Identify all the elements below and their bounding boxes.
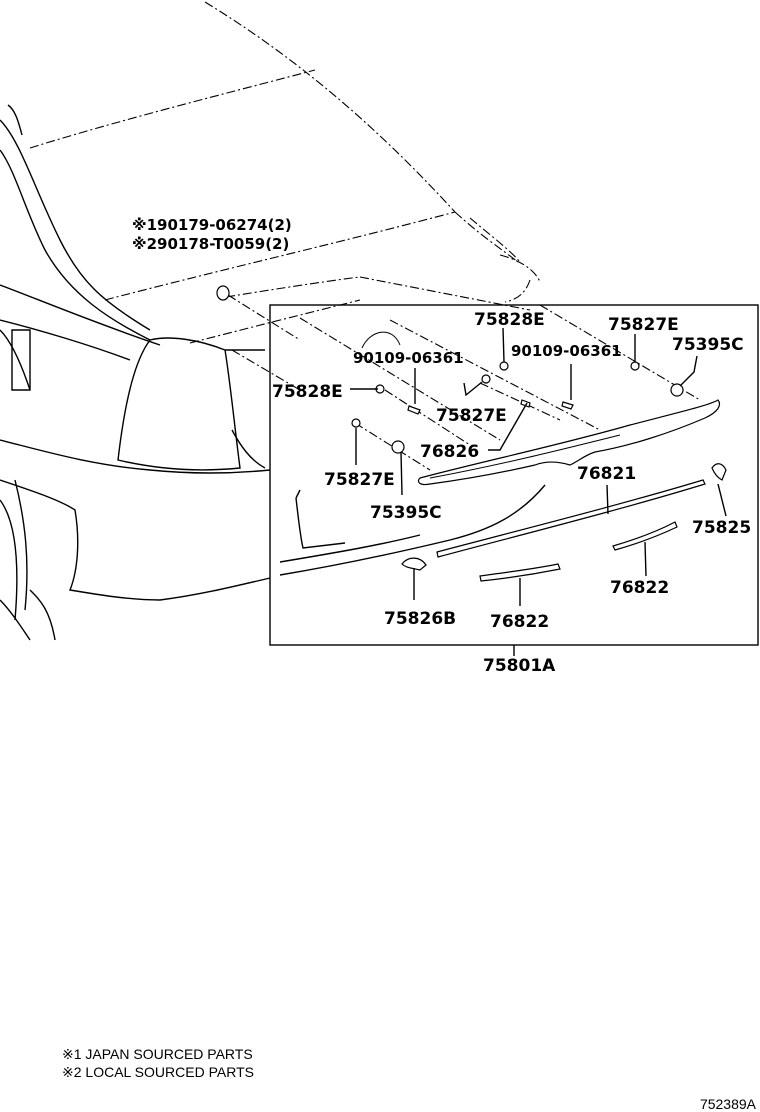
label-75827E-b: 75827E xyxy=(436,406,507,426)
label-75826B: 75826B xyxy=(384,609,456,629)
figure-id: 752389A xyxy=(699,1096,756,1112)
label-76822-a: 76822 xyxy=(610,578,669,598)
spoiler-76821 xyxy=(417,399,721,486)
label-76822-b: 76822 xyxy=(490,612,549,632)
label-75801A: 75801A xyxy=(483,656,556,676)
label-75827E-c: 75827E xyxy=(324,470,395,490)
label-90109-a: 90109-06361 xyxy=(353,349,464,367)
fastener-group xyxy=(216,285,684,454)
spec-label-2: ※290178-T0059(2) xyxy=(132,235,289,253)
label-75828E-a: 75828E xyxy=(474,310,545,330)
molding-76821-strip xyxy=(436,479,706,558)
label-75395C-b: 75395C xyxy=(370,503,442,523)
label-75827E-a: 75827E xyxy=(608,315,679,335)
car-body-outline xyxy=(0,1,546,641)
label-76821: 76821 xyxy=(577,464,636,484)
end-cap-75825 xyxy=(711,463,727,481)
molding-76822-center xyxy=(479,563,561,582)
label-90109-b: 90109-06361 xyxy=(511,342,622,360)
note-japan-sourced: ※1 JAPAN SOURCED PARTS xyxy=(62,1046,253,1062)
label-75828E-b: 75828E xyxy=(272,382,343,402)
molding-76822-right xyxy=(612,521,678,551)
note-local-sourced: ※2 LOCAL SOURCED PARTS xyxy=(62,1064,254,1080)
spec-label-1: ※190179-06274(2) xyxy=(132,216,292,234)
label-75825: 75825 xyxy=(692,518,751,538)
label-76826: 76826 xyxy=(420,442,479,462)
parts-inside-frame xyxy=(216,285,727,656)
label-75395C-a: 75395C xyxy=(672,335,744,355)
end-cap-75826B xyxy=(401,557,427,571)
